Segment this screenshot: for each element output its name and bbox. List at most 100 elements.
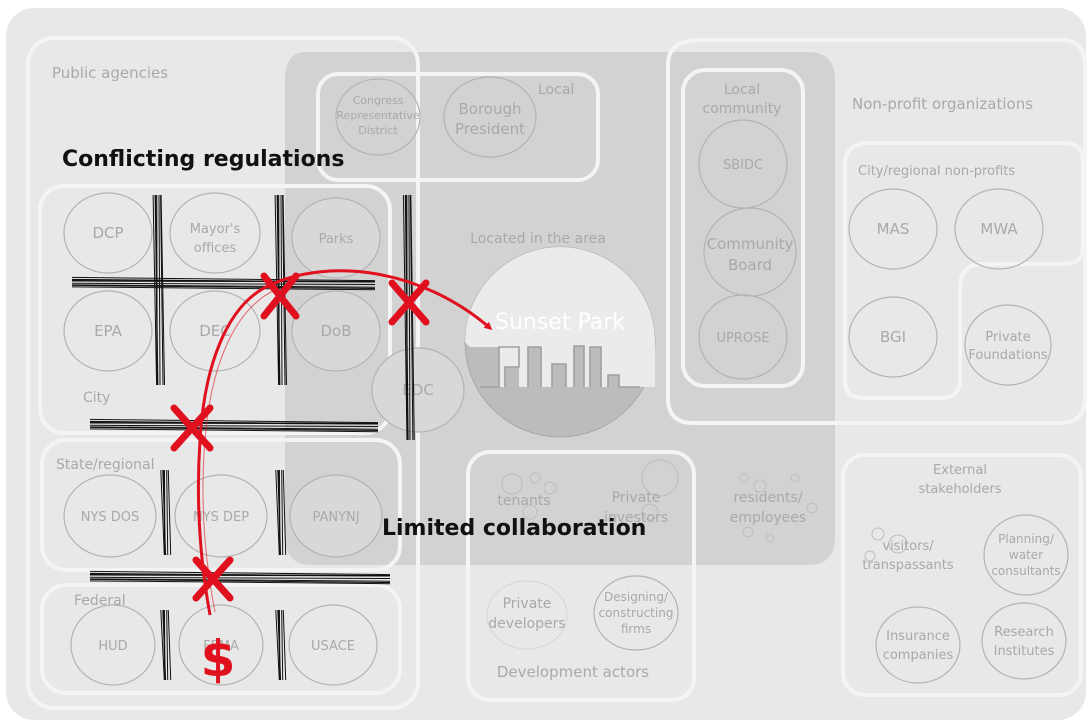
mas-node xyxy=(848,188,938,270)
nys-dep-label: NYS DEP xyxy=(193,510,249,525)
external-stakeholders-label-2: stakeholders xyxy=(918,482,1001,497)
mayors-offices-node xyxy=(169,192,261,274)
community-board-label-2: Board xyxy=(728,256,772,274)
community-board-label-1: Community xyxy=(707,235,794,253)
visitors-label-2: transpassants xyxy=(862,558,953,573)
hud-node xyxy=(70,604,156,686)
mayors-offices-label-2: offices xyxy=(194,241,237,256)
residents-label-2: employees xyxy=(730,510,806,526)
private-foundations-label-1: Private xyxy=(985,330,1030,345)
epa-label: EPA xyxy=(94,322,123,340)
conflict-x-mark xyxy=(388,279,430,326)
dcp-label: DCP xyxy=(92,224,123,242)
local-community-label-2: community xyxy=(703,101,782,117)
edc-node xyxy=(371,347,465,433)
skyline-icon xyxy=(480,345,640,388)
nys-dos-node xyxy=(63,474,157,558)
external-stakeholders-panel xyxy=(841,453,1083,697)
dec-node xyxy=(169,290,261,372)
congress-label-1: Congress xyxy=(353,94,404,107)
conflicting-regulations-label: Conflicting regulations xyxy=(62,147,344,172)
research-label-1: Research xyxy=(994,625,1054,640)
research-label-2: Institutes xyxy=(994,644,1055,659)
uprose-node xyxy=(698,294,788,380)
limited-collaboration-label: Limited collaboration xyxy=(382,516,646,541)
dob-label: DoB xyxy=(320,322,351,340)
city-regional-non-profits-panel xyxy=(843,141,1085,400)
conflict-x-mark xyxy=(260,272,300,320)
parks-node xyxy=(291,197,381,279)
designing-firms-label-1: Designing/ xyxy=(604,590,669,604)
fema-node xyxy=(178,604,264,686)
sunset-park-label: Sunset Park xyxy=(495,310,625,335)
sbidc-label: SBIDC xyxy=(723,158,763,173)
private-foundations-node xyxy=(964,304,1052,386)
located-in-area-label: Located in the area xyxy=(470,231,606,247)
hud-label: HUD xyxy=(98,639,127,654)
dcp-node xyxy=(63,192,153,274)
visitors-label-1: visitors/ xyxy=(882,539,934,554)
dollar-icon: $ xyxy=(201,630,236,688)
mayors-offices-label-1: Mayor's xyxy=(190,222,241,237)
external-stakeholders-label-1: External xyxy=(933,463,987,478)
non-profit-label: Non-profit organizations xyxy=(852,95,1033,113)
borough-president-label-1: Borough xyxy=(458,100,521,118)
epa-node xyxy=(63,290,153,372)
local-label: Local xyxy=(538,82,574,98)
local-community-label-1: Local xyxy=(724,82,760,98)
insurance-label-1: Insurance xyxy=(886,629,950,644)
development-actors-label: Development actors xyxy=(497,663,649,681)
insurance-label-2: companies xyxy=(883,648,954,663)
designing-firms-label-2: constructing xyxy=(599,606,674,620)
mwa-node xyxy=(954,188,1044,270)
panynj-node xyxy=(289,474,383,558)
private-investors-label-2: investors xyxy=(604,510,668,526)
congress-label-2: Representative xyxy=(336,109,419,122)
congress-label-3: District xyxy=(358,124,398,137)
bubbles-decor xyxy=(501,459,908,562)
local-community-panel xyxy=(681,68,805,388)
bgi-node xyxy=(848,296,938,378)
usace-label: USACE xyxy=(311,639,355,654)
conflict-x-mark xyxy=(192,556,234,602)
planning-consultants-node xyxy=(983,514,1069,596)
usace-node xyxy=(288,604,378,686)
nys-dep-node xyxy=(174,474,268,558)
state-regional-label: State/regional xyxy=(56,457,155,473)
insurance-node xyxy=(875,606,961,684)
mas-label: MAS xyxy=(877,220,910,238)
fema-label: FEMA xyxy=(203,639,239,654)
uprose-label: UPROSE xyxy=(716,331,769,346)
mwa-label: MWA xyxy=(980,220,1018,238)
nys-dos-label: NYS DOS xyxy=(81,510,140,525)
city-panel xyxy=(38,184,392,435)
non-profit-panel xyxy=(666,38,1087,425)
bgi-label: BGI xyxy=(880,328,906,346)
conflict-x-mark xyxy=(170,404,214,452)
planning-consultants-label-1: Planning/ xyxy=(998,532,1055,546)
designing-firms-node xyxy=(593,575,679,651)
funding-path-arrow xyxy=(196,269,493,616)
private-developers-node xyxy=(486,580,568,650)
dob-node xyxy=(291,290,381,372)
city-regional-non-profits-label: City/regional non-profits xyxy=(858,164,1015,179)
residents-label-1: residents/ xyxy=(733,490,802,506)
borough-president-label-2: President xyxy=(455,120,525,138)
panynj-label: PANYNJ xyxy=(312,510,359,525)
public-agencies-label: Public agencies xyxy=(52,64,168,82)
borough-president-node xyxy=(443,76,537,158)
planning-consultants-label-2: water xyxy=(1009,548,1043,562)
tenants-label: tenants xyxy=(497,493,550,509)
parks-label: Parks xyxy=(319,232,354,247)
private-developers-label-2: developers xyxy=(488,616,565,632)
city-label: City xyxy=(83,390,110,406)
private-foundations-label-2: Foundations xyxy=(968,348,1048,363)
private-developers-label-1: Private xyxy=(503,596,552,612)
sunset-park-sky xyxy=(465,247,655,387)
designing-firms-label-3: firms xyxy=(621,622,651,636)
local-panel xyxy=(316,72,600,182)
development-actors-panel xyxy=(466,450,696,702)
research-node xyxy=(981,602,1067,680)
congress-node xyxy=(335,78,421,156)
